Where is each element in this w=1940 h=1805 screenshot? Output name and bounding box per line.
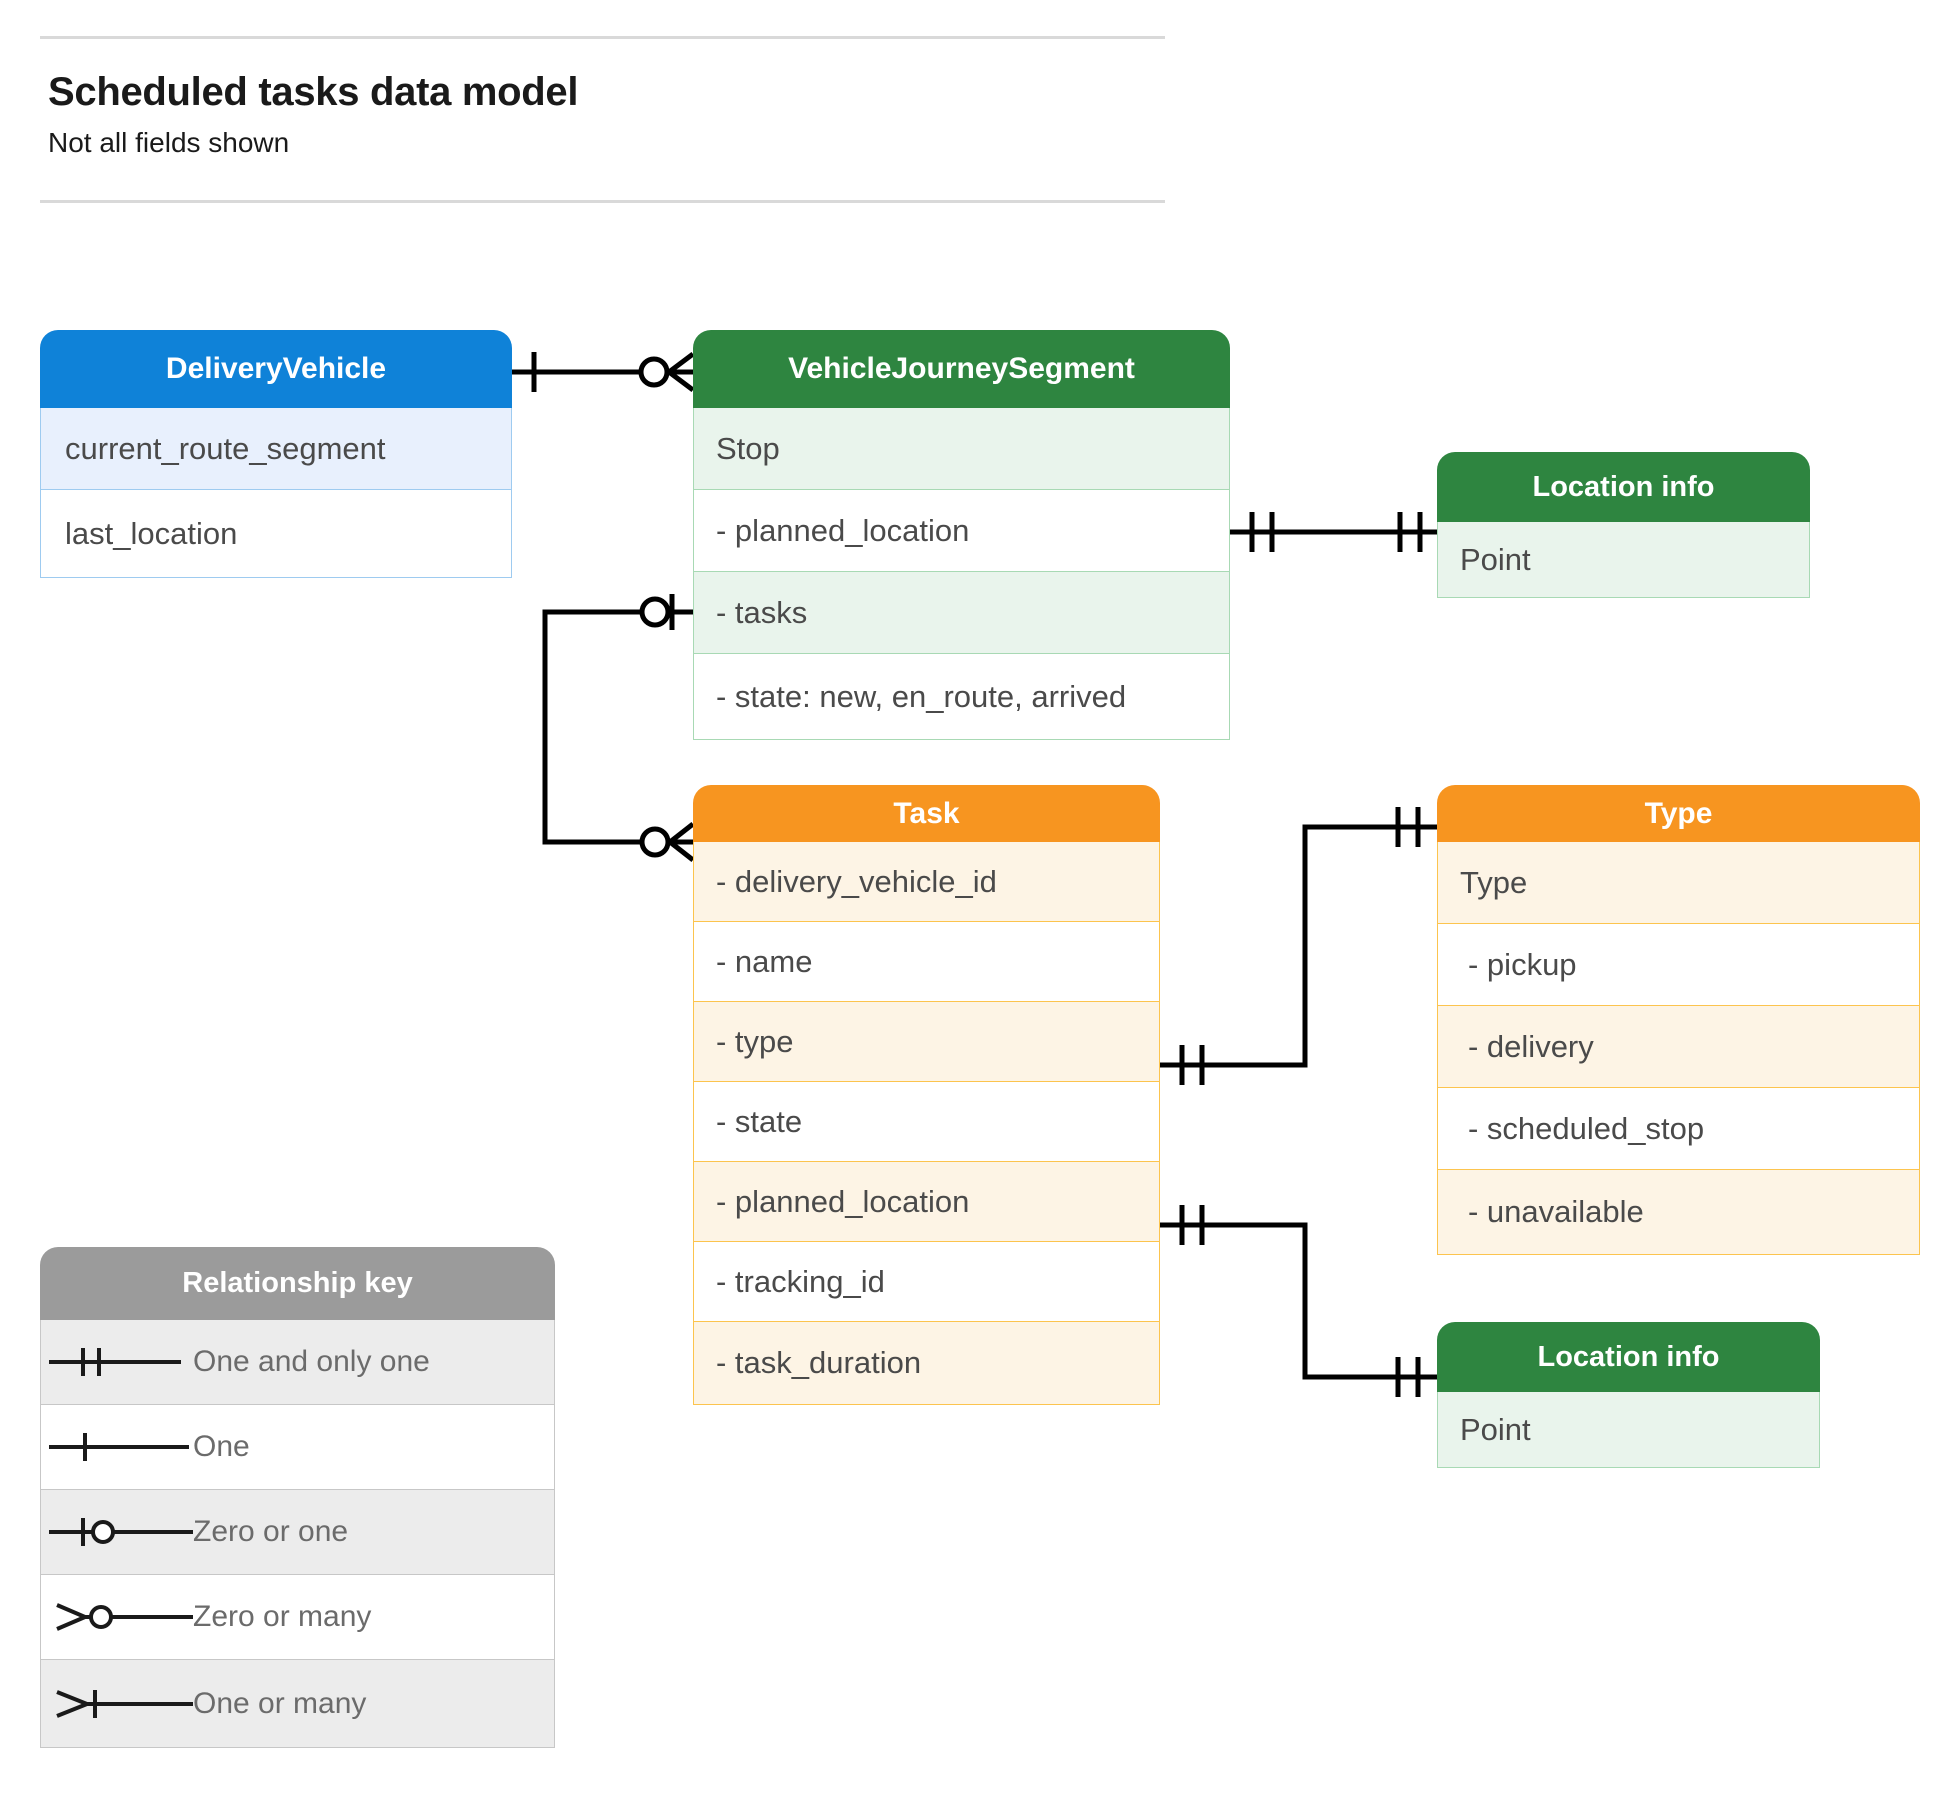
symbol-one-icon — [41, 1427, 193, 1467]
entity-title-location-info-bottom: Location info — [1437, 1322, 1820, 1392]
entity-delivery-vehicle[interactable]: DeliveryVehicle current_route_segment la… — [40, 330, 512, 578]
legend-item-label: Zero or many — [193, 1600, 372, 1633]
legend-item-label: One — [193, 1430, 250, 1463]
field-row: - type — [693, 1002, 1160, 1082]
field-row: - planned_location — [693, 490, 1230, 572]
field-row: Point — [1437, 1392, 1820, 1468]
symbol-one-or-many-icon — [41, 1684, 193, 1724]
field-row: Type — [1437, 842, 1920, 924]
header-divider-bottom — [40, 200, 1165, 203]
entity-title-delivery-vehicle: DeliveryVehicle — [40, 330, 512, 408]
legend-item-label: Zero or one — [193, 1515, 349, 1548]
entity-title-type: Type — [1437, 785, 1920, 842]
field-row: - planned_location — [693, 1162, 1160, 1242]
legend-relationship-key[interactable]: Relationship key One and only one — [40, 1247, 555, 1748]
field-row: last_location — [40, 490, 512, 578]
entity-task[interactable]: Task - delivery_vehicle_id - name - type… — [693, 785, 1160, 1405]
field-row: - delivery_vehicle_id — [693, 842, 1160, 922]
legend-item: One and only one — [40, 1320, 555, 1405]
legend-item-label: One and only one — [193, 1345, 430, 1378]
entity-location-info-top[interactable]: Location info Point — [1437, 452, 1810, 598]
symbol-zero-or-many-icon — [41, 1597, 193, 1637]
legend-item: One or many — [40, 1660, 555, 1748]
header-divider-top — [40, 36, 1165, 39]
legend-item-label: One or many — [193, 1686, 367, 1720]
entity-vehicle-journey-segment[interactable]: VehicleJourneySegment Stop - planned_loc… — [693, 330, 1230, 740]
entity-title-task: Task — [693, 785, 1160, 842]
field-row: - pickup — [1437, 924, 1920, 1006]
entity-location-info-bottom[interactable]: Location info Point — [1437, 1322, 1820, 1468]
field-row: Stop — [693, 408, 1230, 490]
legend-item: Zero or many — [40, 1575, 555, 1660]
entity-type[interactable]: Type Type - pickup - delivery - schedule… — [1437, 785, 1920, 1255]
symbol-zero-or-one-icon — [41, 1512, 193, 1552]
legend-title: Relationship key — [40, 1247, 555, 1320]
field-row: - state: new, en_route, arrived — [693, 654, 1230, 740]
field-row: - tracking_id — [693, 1242, 1160, 1322]
entity-title-location-info-top: Location info — [1437, 452, 1810, 522]
field-row: - tasks — [693, 572, 1230, 654]
field-row: - task_duration — [693, 1322, 1160, 1405]
symbol-one-and-only-one-icon — [41, 1342, 193, 1382]
page-title: Scheduled tasks data model — [48, 70, 579, 114]
page-subtitle: Not all fields shown — [48, 127, 290, 158]
field-row: Point — [1437, 522, 1810, 598]
field-row: - scheduled_stop — [1437, 1088, 1920, 1170]
legend-item: One — [40, 1405, 555, 1490]
legend-item: Zero or one — [40, 1490, 555, 1575]
field-row: - state — [693, 1082, 1160, 1162]
entity-title-vehicle-journey-segment: VehicleJourneySegment — [693, 330, 1230, 408]
field-row: - name — [693, 922, 1160, 1002]
field-row: - unavailable — [1437, 1170, 1920, 1255]
field-row: - delivery — [1437, 1006, 1920, 1088]
field-row: current_route_segment — [40, 408, 512, 490]
